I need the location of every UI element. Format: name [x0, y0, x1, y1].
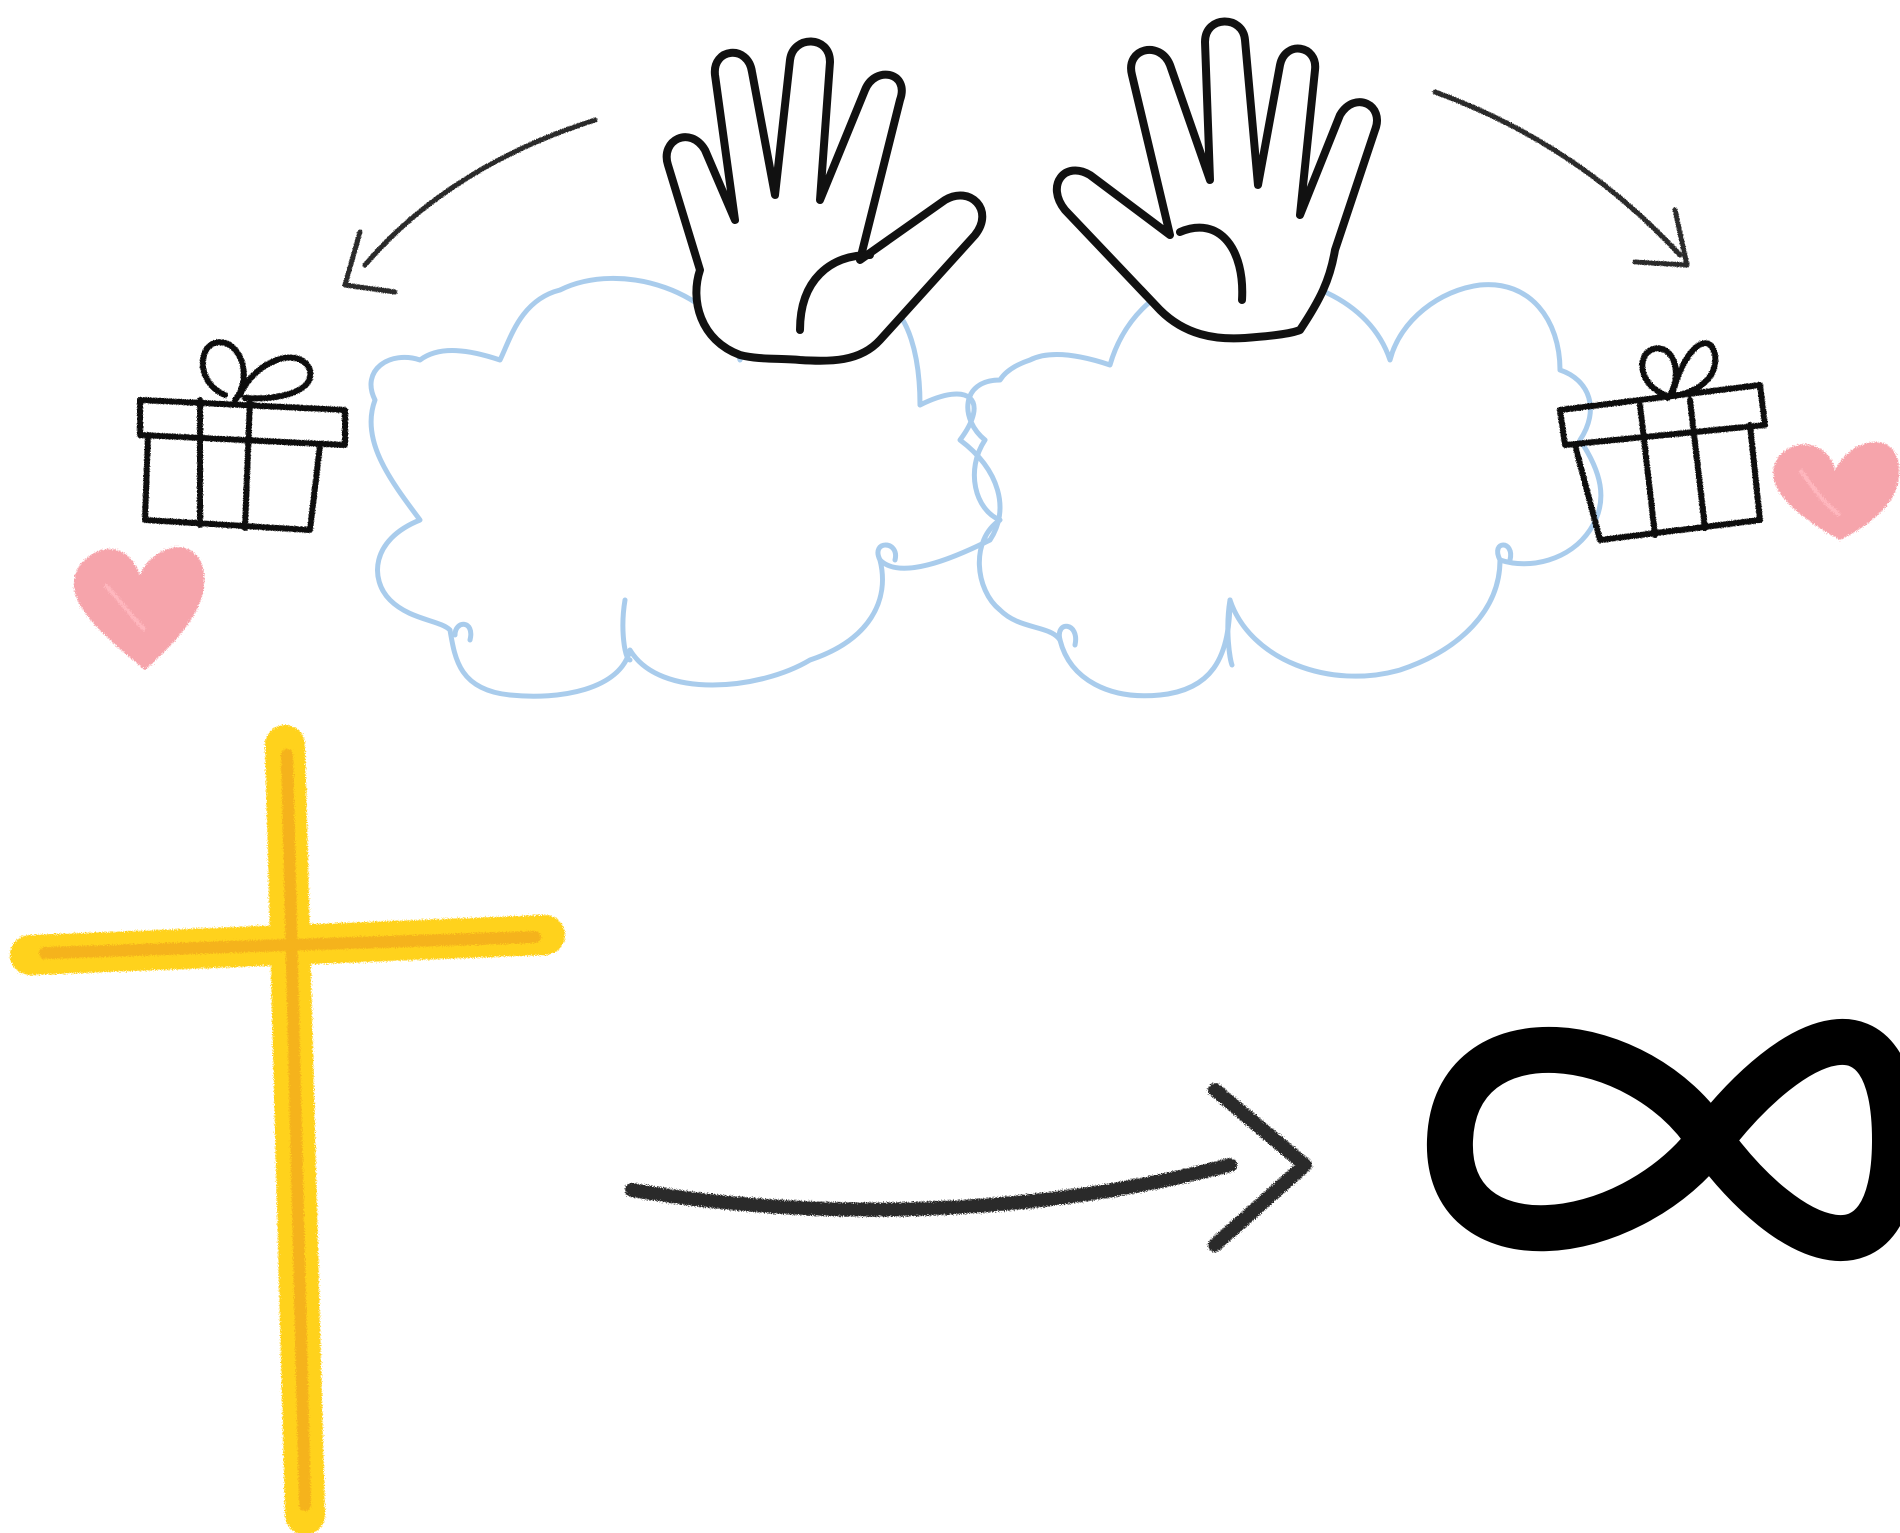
- curved-arrow-right-icon: [1435, 92, 1687, 265]
- cloud-left-icon: [371, 278, 1000, 696]
- raised-hand-right-icon: [1057, 21, 1377, 338]
- infinity-icon: [1450, 1042, 1895, 1238]
- raised-hand-left-icon: [667, 41, 983, 360]
- gift-box-left-icon: [140, 342, 345, 530]
- heart-left-icon: [74, 547, 205, 670]
- curved-arrow-bottom-icon: [632, 1090, 1305, 1245]
- cross-icon: [30, 745, 545, 1515]
- heart-right-icon: [1773, 442, 1899, 540]
- gift-box-right-icon: [1560, 343, 1765, 540]
- curved-arrow-left-icon: [345, 120, 595, 292]
